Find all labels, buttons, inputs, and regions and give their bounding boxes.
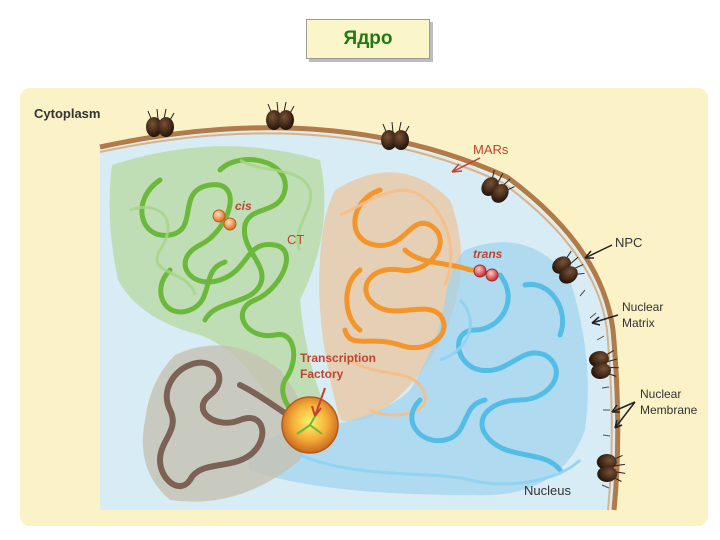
label-nuclear-membrane-line2: Membrane — [640, 403, 698, 417]
label-cytoplasm: Cytoplasm — [34, 106, 100, 121]
label-nucleus: Nucleus — [524, 483, 571, 498]
cis-locus-2 — [224, 218, 236, 230]
label-ct: CT — [287, 232, 304, 247]
label-mars: MARs — [473, 142, 509, 157]
label-nuclear-matrix-line2: Matrix — [622, 316, 655, 330]
label-cis: cis — [235, 199, 252, 213]
label-trans: trans — [473, 247, 503, 261]
cis-locus-1 — [213, 210, 225, 222]
label-transcription-line1: Transcription — [300, 351, 376, 365]
label-nuclear-membrane-line1: Nuclear — [640, 387, 681, 401]
label-transcription-line2: Factory — [300, 367, 344, 381]
label-npc: NPC — [615, 235, 642, 250]
label-nuclear-matrix-line1: Nuclear — [622, 300, 663, 314]
trans-locus-2 — [486, 269, 498, 281]
trans-locus-1 — [474, 265, 486, 277]
